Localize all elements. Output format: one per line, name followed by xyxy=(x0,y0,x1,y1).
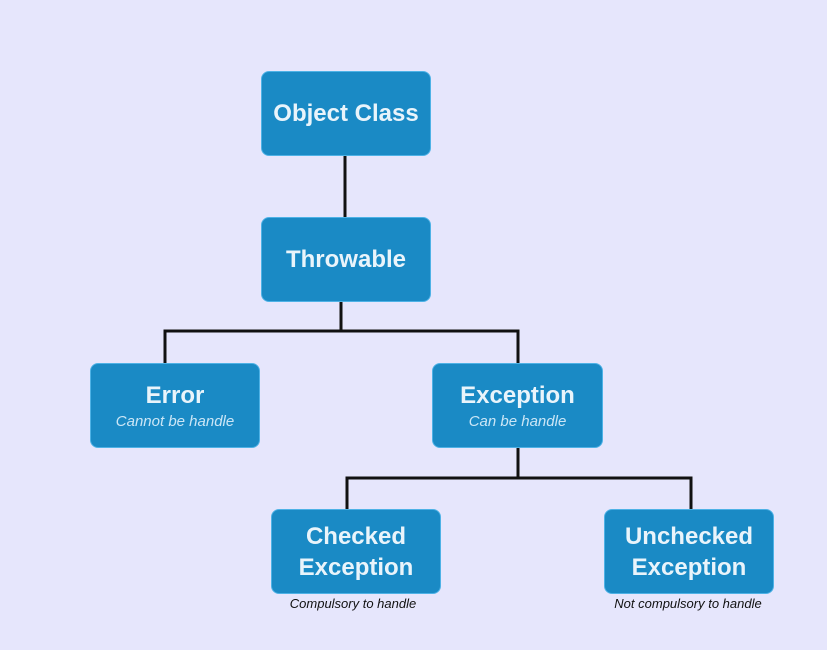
connector-throwable-to-error-exception xyxy=(163,302,520,363)
object-class-node: Object Class xyxy=(261,71,431,156)
error-note: Cannot be handle xyxy=(115,413,235,430)
unchecked-exception-note: Not compulsory to handle xyxy=(614,596,762,611)
exception-note: Can be handle xyxy=(468,413,567,430)
unchecked-exception-title-line1: Unchecked xyxy=(624,522,754,550)
throwable-node: Throwable xyxy=(261,217,431,302)
throwable-title: Throwable xyxy=(285,246,406,273)
unchecked-exception-title-line2: Exception xyxy=(631,553,747,581)
error-node: Error Cannot be handle xyxy=(90,363,260,448)
checked-exception-title-line2: Exception xyxy=(298,553,414,581)
checked-exception-note: Compulsory to handle xyxy=(289,596,417,611)
exception-node: Exception Can be handle xyxy=(432,363,603,448)
checked-exception-title-line1: Checked xyxy=(305,522,407,550)
exception-title: Exception xyxy=(460,382,575,409)
connector-exception-to-checked-unchecked xyxy=(345,448,693,509)
error-title: Error xyxy=(145,382,205,409)
unchecked-exception-node: Unchecked Exception xyxy=(604,509,774,594)
object-class-title: Object Class xyxy=(273,100,419,127)
checked-exception-node: Checked Exception xyxy=(271,509,441,594)
